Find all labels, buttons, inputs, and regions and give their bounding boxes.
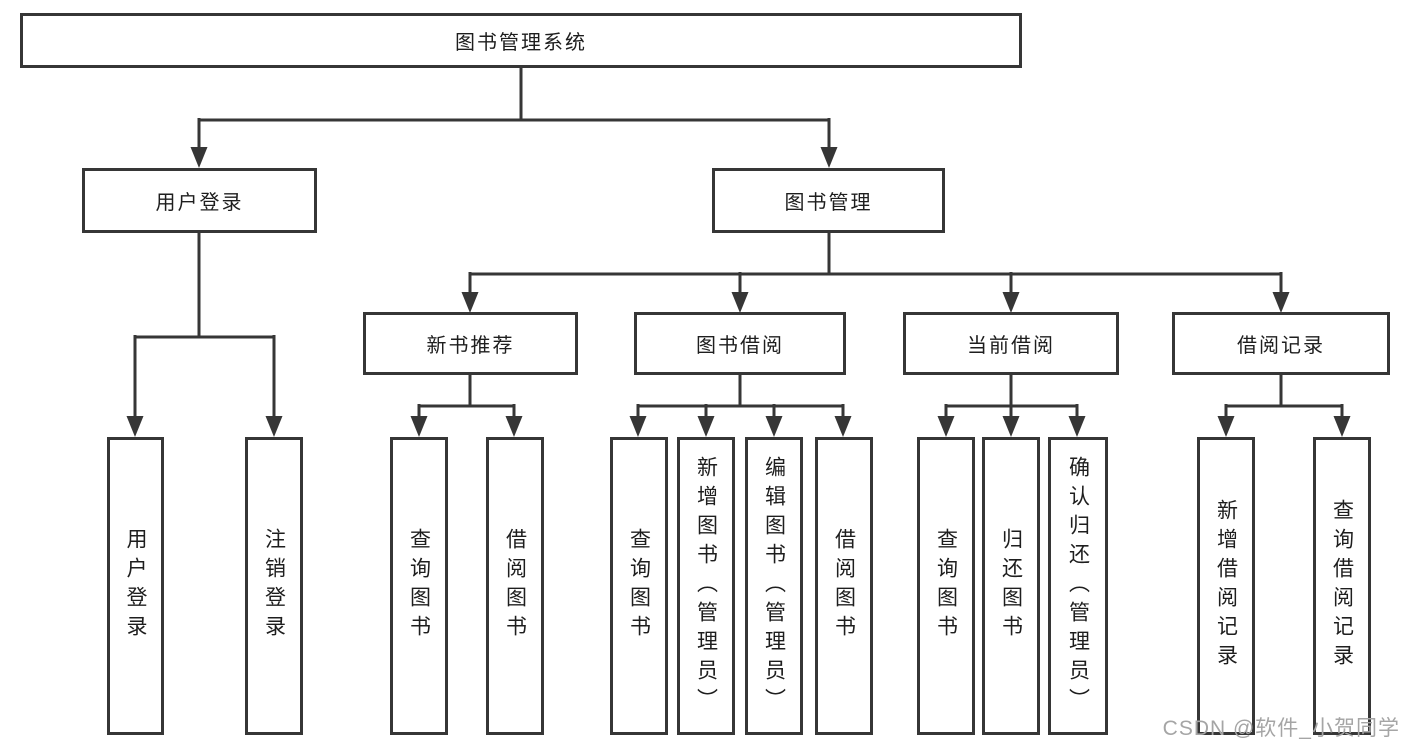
node-add-book-admin: 新增图书（管理员） (677, 437, 735, 735)
leaf-label: 借阅图书 (503, 528, 527, 644)
leaf-label: 借阅图书 (832, 528, 856, 644)
leaf-label: 新增图书（管理员） (694, 455, 718, 717)
node-book-borrowing: 图书借阅 (634, 312, 846, 375)
node-borrowing-records: 借阅记录 (1172, 312, 1390, 375)
node-current-borrowing: 当前借阅 (903, 312, 1119, 375)
leaf-label: 注销登录 (262, 528, 286, 644)
node-user-login-group: 用户登录 (82, 168, 317, 233)
leaf-label: 归还图书 (999, 528, 1023, 644)
node-return-book: 归还图书 (982, 437, 1040, 735)
node-borrow-book-recommend: 借阅图书 (486, 437, 544, 735)
leaf-label: 查询图书 (627, 528, 651, 644)
leaf-label: 查询图书 (934, 528, 958, 644)
node-logout: 注销登录 (245, 437, 303, 735)
node-query-book-recommend: 查询图书 (390, 437, 448, 735)
node-library-management-system: 图书管理系统 (20, 13, 1022, 68)
leaf-label: 查询图书 (407, 528, 431, 644)
leaf-label: 新增借阅记录 (1214, 499, 1238, 673)
node-query-borrow-record: 查询借阅记录 (1313, 437, 1371, 735)
node-book-management-group: 图书管理 (712, 168, 945, 233)
leaf-label: 用户登录 (124, 528, 148, 644)
node-new-book-recommendation: 新书推荐 (363, 312, 578, 375)
node-edit-book-admin: 编辑图书（管理员） (745, 437, 803, 735)
leaf-label: 确认归还（管理员） (1066, 455, 1090, 717)
csdn-watermark: CSDN @软件_小贺同学 (1162, 717, 1400, 740)
leaf-label: 查询借阅记录 (1330, 499, 1354, 673)
node-user-login: 用户登录 (107, 437, 164, 735)
leaf-label: 编辑图书（管理员） (762, 455, 786, 717)
node-query-book-current: 查询图书 (917, 437, 975, 735)
node-borrow-book-borrowing: 借阅图书 (815, 437, 873, 735)
node-add-borrow-record: 新增借阅记录 (1197, 437, 1255, 735)
node-confirm-return-admin: 确认归还（管理员） (1048, 437, 1108, 735)
node-query-book-borrowing: 查询图书 (610, 437, 668, 735)
